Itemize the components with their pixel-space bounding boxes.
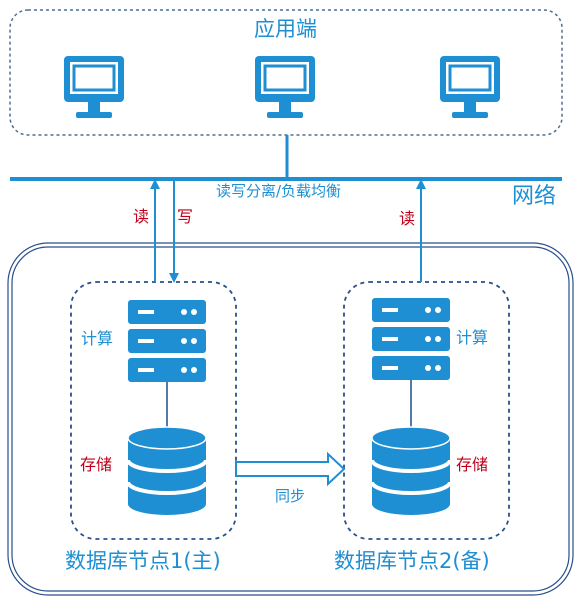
routing-label: 读写分离/负载均衡 <box>216 182 342 200</box>
database-icon <box>126 426 208 515</box>
sync-label: 同步 <box>275 487 306 505</box>
standby-read-label: 读 <box>399 209 416 228</box>
read-label: 读 <box>133 207 150 226</box>
server-icon <box>128 300 206 382</box>
primary-node-frame <box>70 281 237 540</box>
primary-storage-label: 存储 <box>80 455 113 474</box>
app-tier-title: 应用端 <box>254 17 317 41</box>
db-tier-frame <box>7 242 574 596</box>
write-label: 写 <box>177 207 194 226</box>
sync-arrow <box>235 451 346 487</box>
database-icon <box>370 426 452 515</box>
network-label: 网络 <box>512 184 557 209</box>
standby-compute-label: 计算 <box>456 328 489 347</box>
monitor-icon <box>255 56 315 118</box>
monitor-icon <box>440 56 500 118</box>
standby-node-label: 数据库节点2(备) <box>334 549 490 573</box>
monitor-icon <box>64 56 124 118</box>
server-icon <box>372 298 450 380</box>
primary-node-label: 数据库节点1(主) <box>65 549 221 573</box>
standby-node-frame <box>343 281 510 540</box>
primary-compute-label: 计算 <box>81 329 114 348</box>
standby-storage-label: 存储 <box>456 455 489 474</box>
